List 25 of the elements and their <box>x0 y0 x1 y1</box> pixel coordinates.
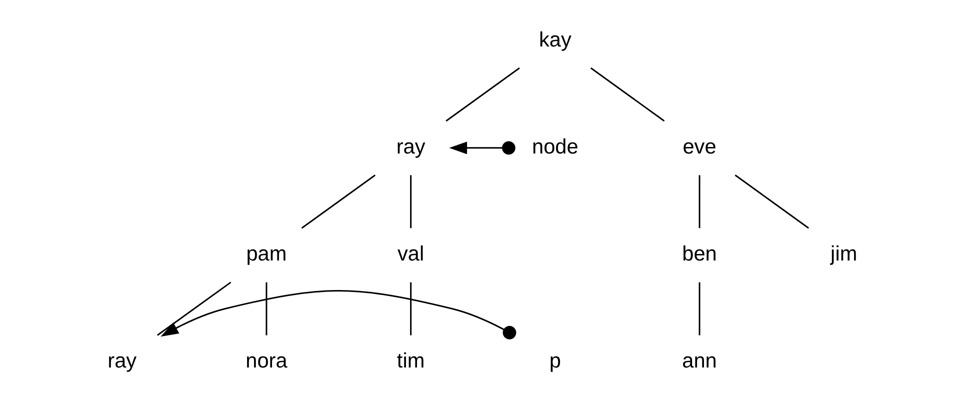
node-text: ann <box>682 350 717 373</box>
node-text: jim <box>830 242 858 266</box>
connector <box>698 282 700 336</box>
node-text: eve <box>682 135 716 158</box>
node-text: tim <box>396 350 425 373</box>
connector <box>156 282 232 336</box>
node-text: ray <box>108 350 137 373</box>
connector <box>410 282 412 336</box>
connector <box>410 175 412 228</box>
connector <box>266 282 268 336</box>
connector <box>734 174 810 229</box>
connector <box>301 174 376 229</box>
node-text: nora <box>246 350 288 373</box>
node-text: val <box>398 242 424 266</box>
node-text: ben <box>682 242 717 266</box>
arrow <box>160 290 516 340</box>
node-text: node <box>532 135 578 158</box>
connector <box>698 175 700 228</box>
connector <box>446 67 520 122</box>
node-text: ray <box>396 135 426 158</box>
node-text: p <box>549 350 561 373</box>
connector <box>590 67 665 122</box>
arrow <box>449 141 516 155</box>
node-text: pam <box>246 242 287 266</box>
node-text: kay <box>538 28 572 52</box>
